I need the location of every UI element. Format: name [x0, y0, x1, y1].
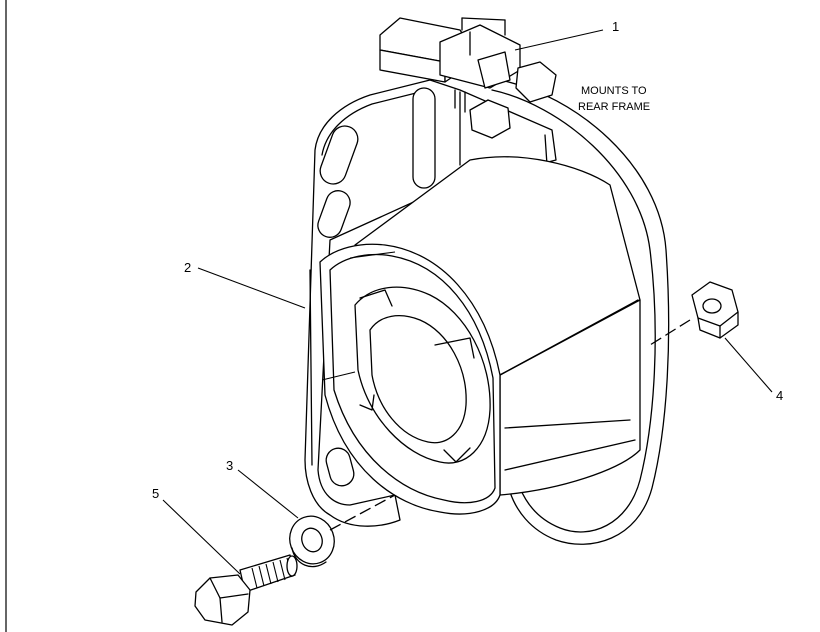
callout-3: 3	[226, 458, 233, 473]
bracket-slot-lower	[325, 447, 355, 487]
callout-2: 2	[184, 260, 191, 275]
speaker-cone	[354, 286, 491, 464]
washer-centerline	[329, 494, 396, 531]
washer-part-3	[289, 515, 335, 568]
leader-lines	[162, 29, 773, 575]
bracket-slot-top	[412, 87, 436, 189]
nut-centerline	[649, 319, 691, 346]
callout-1: 1	[612, 19, 619, 34]
bracket-slot-upper	[319, 125, 359, 185]
note-line-1: MOUNTS TO	[581, 85, 647, 97]
wire-harness	[491, 79, 670, 545]
mounting-bracket	[304, 79, 557, 527]
connector	[379, 17, 557, 139]
nut-part-4	[691, 281, 739, 339]
bolt-part-5	[194, 554, 298, 626]
note-line-2: REAR FRAME	[578, 101, 650, 113]
bracket-slot-middle	[317, 190, 351, 238]
callout-4: 4	[776, 388, 783, 403]
callout-5: 5	[152, 486, 159, 501]
